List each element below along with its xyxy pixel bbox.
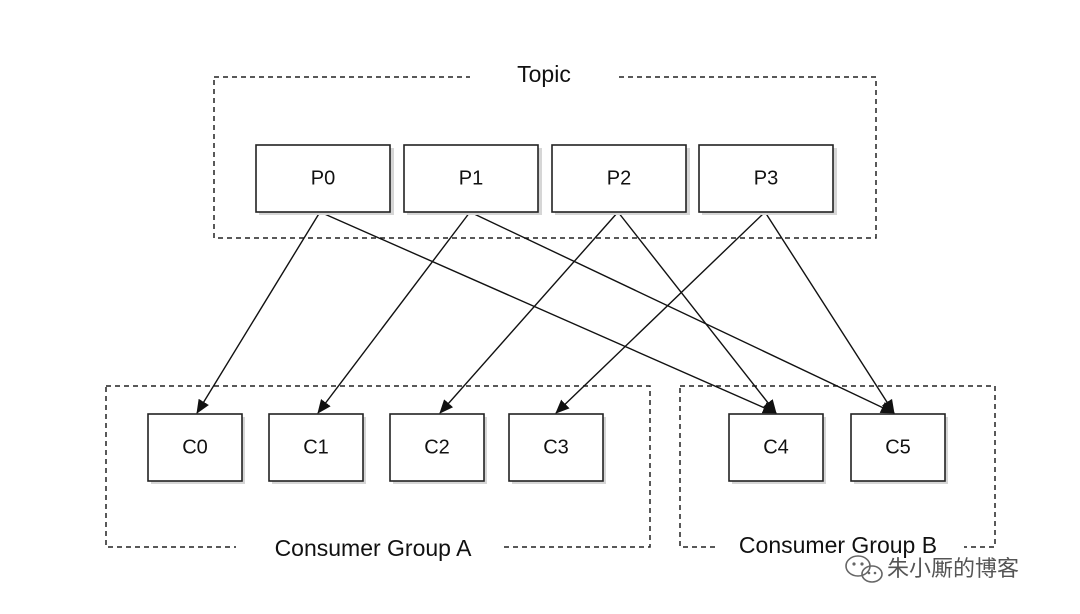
edge-p0-to-c4 [319,211,777,414]
partition-p1-label: P1 [459,167,483,189]
edges-layer [196,211,895,414]
watermark-text: 朱小厮的博客 [887,557,1019,582]
consumer-c1: C1 [268,413,366,484]
edge-p1-to-c5 [469,211,895,414]
consumer-c5-box [850,413,946,482]
watermark: 朱小厮的博客 [845,555,1019,583]
consumer-c2: C2 [389,413,487,484]
partition-p3: P3 [698,144,837,215]
consumer-c4: C4 [728,413,826,484]
topic-group: Topic [213,61,877,239]
partition-p1-box [403,144,539,213]
consumer-c2-label: C2 [424,436,450,458]
edge-p0-to-c0 [196,211,321,414]
consumer-c2-box [389,413,485,482]
consumer-c0-box [147,413,243,482]
wechat-icon [845,555,883,583]
consumer-group-a-title: Consumer Group A [275,535,473,561]
edge-p1-to-c1 [317,211,471,414]
edge-p3-to-c5 [764,211,895,414]
consumer-c0-label: C0 [182,436,208,458]
consumer-group-b-title: Consumer Group B [739,532,937,558]
partition-p0: P0 [255,144,394,215]
topic-title-bg [470,62,618,92]
consumer-c5: C5 [850,413,948,484]
consumer-group-b-title-bg [716,532,964,562]
partition-p0-box [255,144,391,213]
topic-title: Topic [517,61,571,87]
partition-p2-label: P2 [607,167,631,189]
partition-p2-box [551,144,687,213]
edge-p2-to-c4 [617,211,777,414]
consumer-c5-label: C5 [885,436,911,458]
partition-p2: P2 [551,144,690,215]
consumer-c4-box [728,413,824,482]
partition-p3-box [698,144,834,213]
partition-p0-label: P0 [311,167,335,189]
consumer-c1-label: C1 [303,436,329,458]
consumer-c1-box [268,413,364,482]
consumer-c3-label: C3 [543,436,569,458]
edge-p2-to-c2 [439,211,619,414]
consumer-group-a-title-bg [236,534,502,564]
consumer-c0: C0 [147,413,245,484]
partition-p3-label: P3 [754,167,778,189]
consumer-c4-label: C4 [763,436,789,458]
topic-frame [213,76,877,239]
partition-p1: P1 [403,144,542,215]
edge-p3-to-c3 [555,211,766,414]
consumer-group-a: Consumer Group A [105,385,651,564]
consumer-c3-box [508,413,604,482]
consumer-c3: C3 [508,413,606,484]
